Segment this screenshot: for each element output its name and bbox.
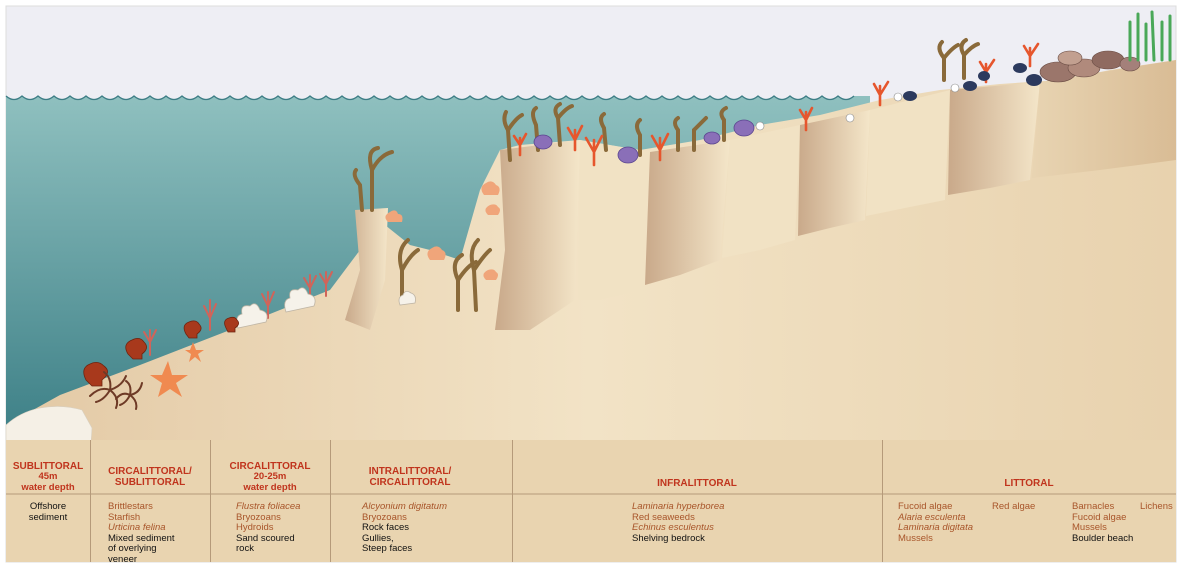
info-line: rock [236, 544, 328, 555]
info-line: Red algae [992, 502, 1052, 513]
cliff-step-5 [722, 125, 800, 258]
info-littoral-col4: Lichens [1140, 502, 1176, 513]
info-line: Urticina felina [108, 523, 208, 534]
info-line: Laminaria digitata [898, 523, 988, 534]
info-line: Alcyonium digitatum [362, 502, 502, 513]
divider-1 [90, 440, 91, 562]
info-littoral-col2: Red algae [992, 502, 1052, 513]
cliff-step-6 [798, 110, 870, 236]
divider-3 [330, 440, 331, 562]
zone-circalittoral-sublittoral: CIRCALITTORAL/ SUBLITTORAL [90, 466, 210, 488]
info-intralittoral-circalittoral: Alcyonium digitatum Bryozoans Rock faces… [362, 502, 502, 555]
info-circalittoral-sublittoral: Brittlestars Starfish Urticina felina Mi… [108, 502, 208, 565]
info-line: Offshore [6, 502, 90, 513]
cliff-step-3 [578, 140, 650, 300]
info-line: sediment [6, 513, 90, 524]
zone-circalittoral: CIRCALITTORAL 20-25m water depth [210, 461, 330, 493]
zone-infralittoral: INFRALITTORAL [512, 478, 882, 489]
divider-5 [882, 440, 883, 562]
info-line: Boulder beach [1072, 534, 1152, 545]
info-line: Steep faces [362, 544, 502, 555]
zone-littoral: LITTORAL [882, 478, 1176, 489]
info-circalittoral: Flustra foliacea Bryozoans Hydroids Sand… [236, 502, 328, 555]
cliff-step-8 [948, 82, 1040, 195]
zone-depth: 20-25m [210, 472, 330, 483]
zone-title: LITTORAL [882, 478, 1176, 489]
info-line: Mussels [898, 534, 988, 545]
zone-depth-label: water depth [210, 483, 330, 494]
info-line: Flustra foliacea [236, 502, 328, 513]
info-line: Echinus esculentus [632, 523, 792, 534]
info-line: Hydroids [236, 523, 328, 534]
zone-sublittoral: SUBLITTORAL 45m water depth [6, 461, 90, 493]
cliff-step-7 [866, 90, 950, 216]
info-line: Mussels [1072, 523, 1152, 534]
info-littoral-col1: Fucoid algae Alaria esculenta Laminaria … [898, 502, 988, 544]
zone-title: CIRCALITTORAL/ [90, 466, 210, 477]
zone-title: INTRALITTORAL/ [330, 466, 490, 477]
zone-title-2: CIRCALITTORAL [330, 477, 490, 488]
cliff-step-2 [495, 140, 580, 330]
info-line: Rock faces [362, 523, 502, 534]
info-sublittoral: Offshore sediment [6, 502, 90, 523]
info-line: veneer [108, 555, 208, 566]
zone-depth: 45m [6, 472, 90, 483]
divider-2 [210, 440, 211, 562]
info-line: Fucoid algae [898, 502, 988, 513]
zone-depth-label: water depth [6, 483, 90, 494]
info-line: Lichens [1140, 502, 1176, 513]
info-line: Brittlestars [108, 502, 208, 513]
zone-title-2: SUBLITTORAL [90, 477, 210, 488]
divider-4 [512, 440, 513, 562]
zone-title: INFRALITTORAL [512, 478, 882, 489]
info-infralittoral: Laminaria hyperborea Red seaweeds Echinu… [632, 502, 792, 544]
info-line: Laminaria hyperborea [632, 502, 792, 513]
zone-intralittoral-circalittoral: INTRALITTORAL/ CIRCALITTORAL [330, 466, 490, 488]
info-line: Shelving bedrock [632, 534, 792, 545]
info-line: of overlying [108, 544, 208, 555]
